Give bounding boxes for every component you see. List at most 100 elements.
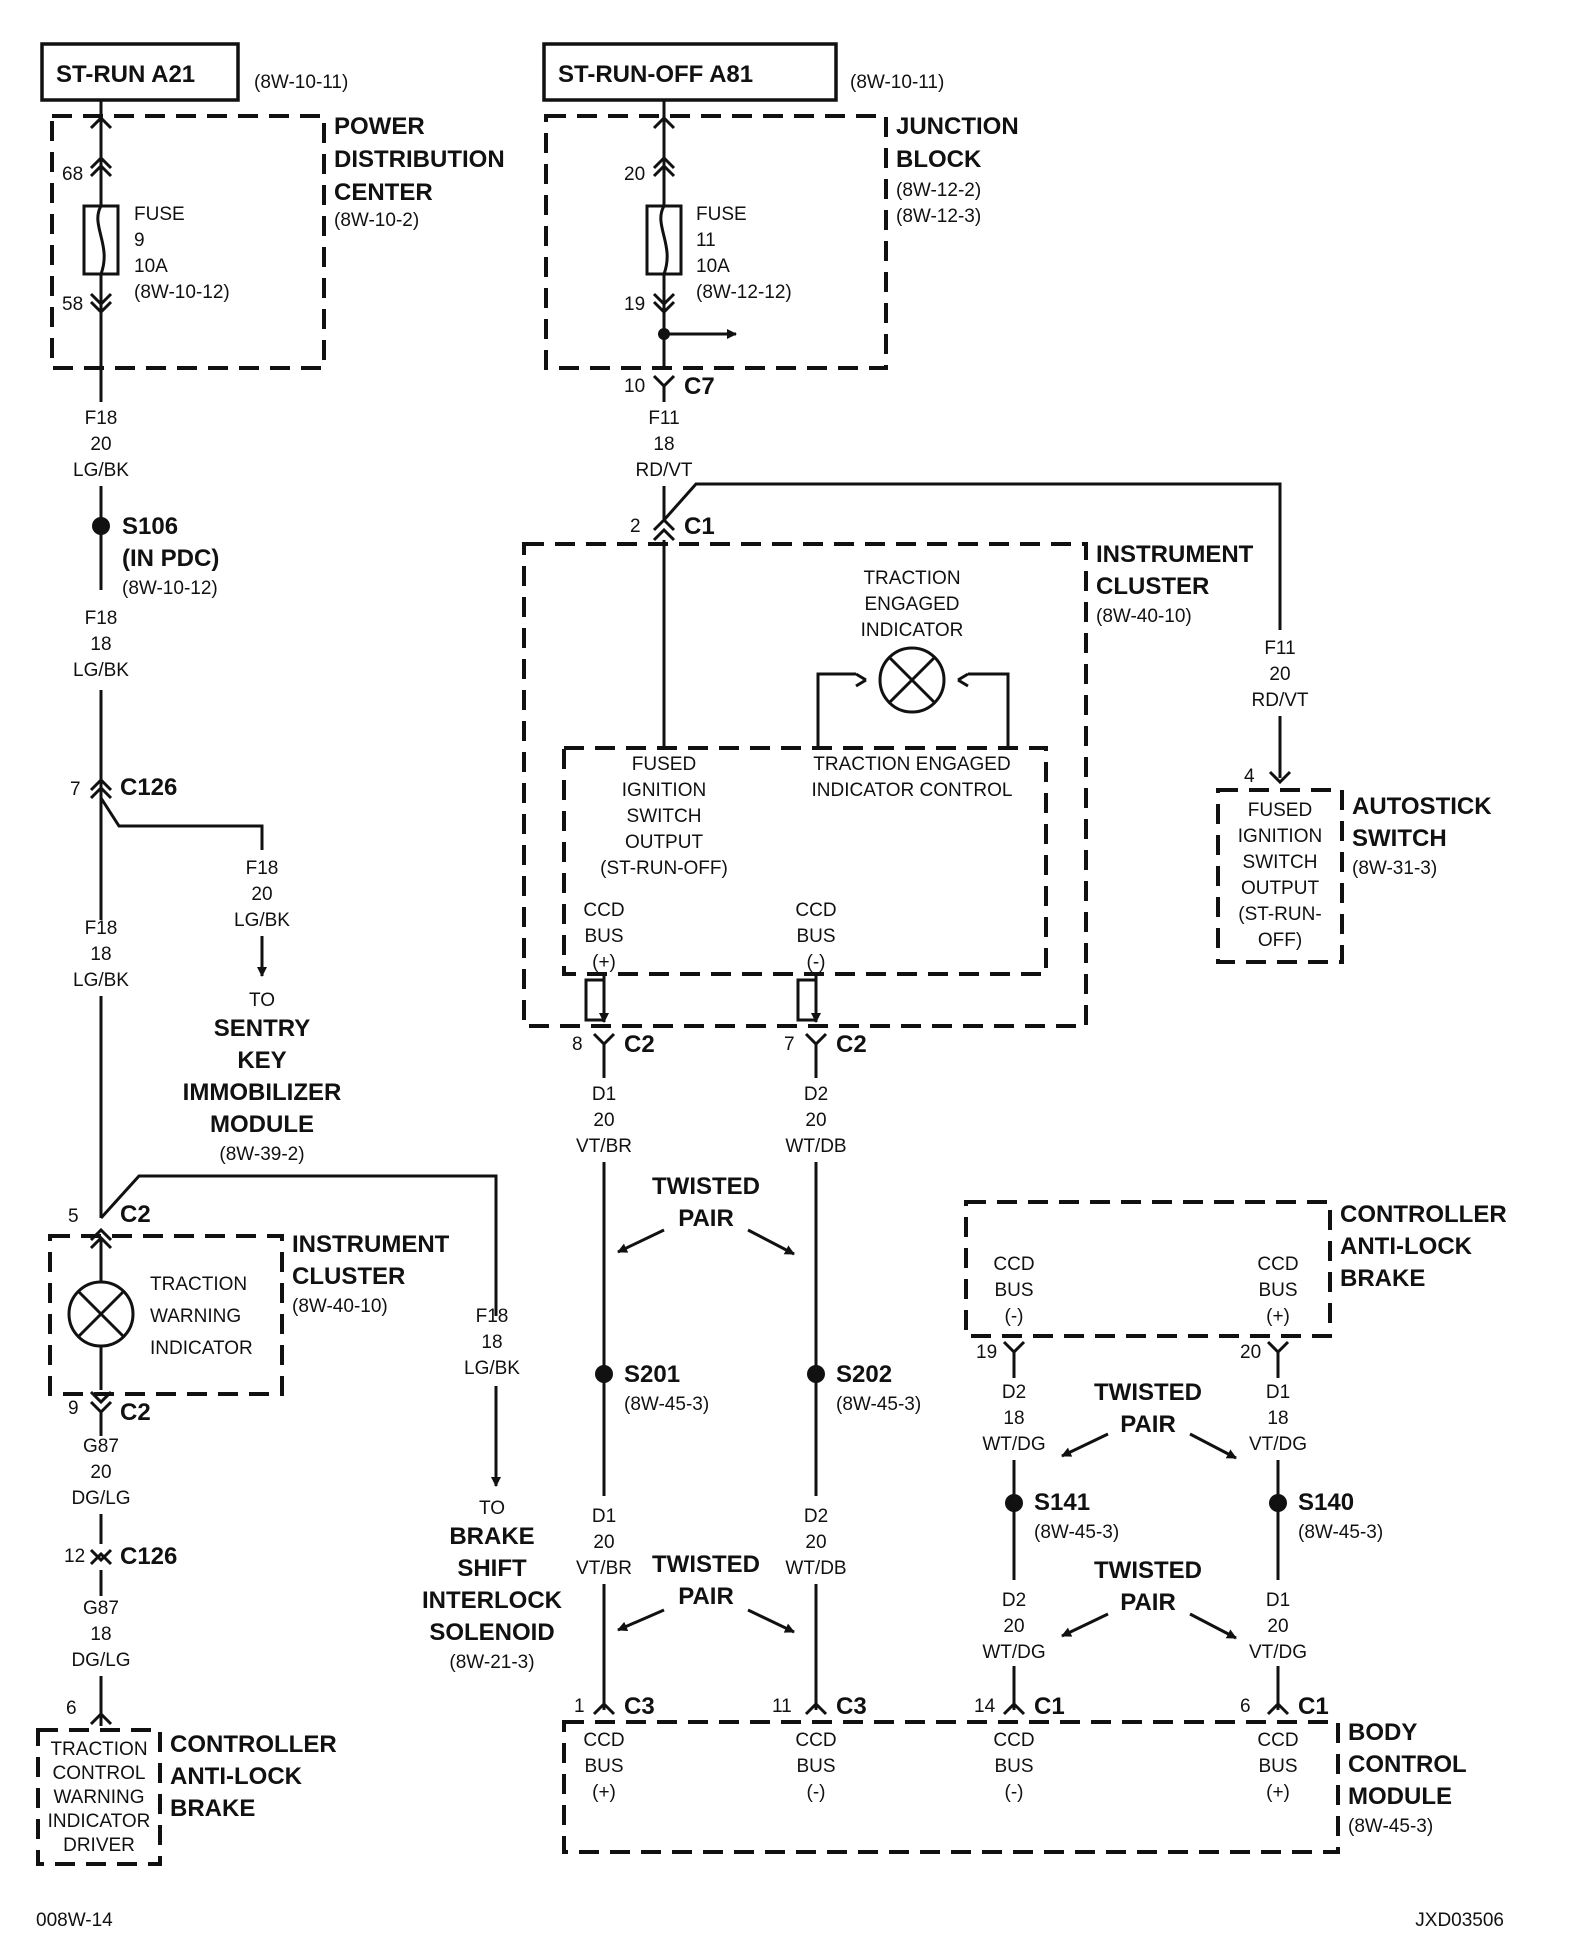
svg-text:IGNITION: IGNITION: [1238, 826, 1322, 847]
svg-text:CCD: CCD: [795, 1730, 836, 1751]
splice-s202: S202 (8W-45-3): [807, 1361, 921, 1415]
svg-text:20: 20: [624, 164, 645, 185]
svg-text:S141: S141: [1034, 1489, 1090, 1516]
svg-text:LG/BK: LG/BK: [73, 660, 129, 681]
svg-text:ANTI-LOCK: ANTI-LOCK: [1340, 1233, 1473, 1260]
svg-text:G87: G87: [83, 1436, 119, 1457]
svg-text:INDICATOR: INDICATOR: [861, 620, 964, 641]
svg-text:S140: S140: [1298, 1489, 1354, 1516]
svg-text:LG/BK: LG/BK: [73, 460, 129, 481]
traction-warning-lamp-icon: [67, 1280, 135, 1348]
svg-text:WARNING: WARNING: [53, 1787, 144, 1808]
svg-text:(8W-10-12): (8W-10-12): [134, 282, 230, 303]
svg-text:C2: C2: [624, 1031, 655, 1058]
svg-text:INDICATOR: INDICATOR: [48, 1811, 151, 1832]
svg-text:C3: C3: [624, 1693, 655, 1720]
svg-text:(8W-45-3): (8W-45-3): [836, 1394, 921, 1415]
svg-text:D1: D1: [592, 1506, 616, 1527]
svg-text:(8W-45-3): (8W-45-3): [1034, 1522, 1119, 1543]
svg-text:BRAKE: BRAKE: [170, 1795, 255, 1822]
svg-text:58: 58: [62, 294, 83, 315]
brake-shift-interlock-label: TO BRAKE SHIFT INTERLOCK SOLENOID (8W-21…: [422, 1498, 563, 1673]
svg-text:TRACTION ENGAGED: TRACTION ENGAGED: [813, 754, 1010, 775]
left-feed-wires: F18 20 LG/BK: [73, 100, 129, 590]
svg-text:18: 18: [90, 634, 111, 655]
svg-text:BRAKE: BRAKE: [449, 1523, 534, 1550]
abs-controller-left: TRACTION CONTROL WARNING INDICATOR DRIVE…: [36, 1728, 337, 1866]
svg-text:C2: C2: [836, 1031, 867, 1058]
svg-text:4: 4: [1244, 766, 1255, 787]
connector-c2-center: 8 C2 7 C2: [572, 1031, 867, 1078]
svg-text:F18: F18: [246, 858, 279, 879]
svg-text:TRACTION: TRACTION: [150, 1274, 247, 1295]
svg-text:D1: D1: [1266, 1590, 1290, 1611]
left-wire-f18-18a: F18 18 LG/BK: [73, 608, 129, 920]
svg-text:10: 10: [624, 376, 645, 397]
svg-text:(+): (+): [592, 1782, 616, 1803]
svg-text:20: 20: [1240, 1342, 1261, 1363]
svg-text:F11: F11: [648, 408, 679, 429]
svg-text:SWITCH: SWITCH: [627, 806, 702, 827]
instrument-cluster-main: INSTRUMENT CLUSTER (8W-40-10) TRACTION E…: [522, 540, 1254, 1028]
footer-right-code: JXD03506: [1415, 1910, 1504, 1931]
svg-text:BUS: BUS: [994, 1756, 1033, 1777]
svg-text:C7: C7: [684, 373, 715, 400]
svg-text:18: 18: [653, 434, 674, 455]
bus-wires-right-lower: D2 20 WT/DG D1 20 VT/DG: [982, 1584, 1307, 1710]
svg-text:BRAKE: BRAKE: [1340, 1265, 1425, 1292]
fuse-9-icon: [82, 204, 120, 276]
traction-engaged-lamp-icon: [878, 646, 946, 714]
svg-text:CONTROLLER: CONTROLLER: [1340, 1201, 1507, 1228]
svg-text:WARNING: WARNING: [150, 1306, 241, 1327]
svg-text:RD/VT: RD/VT: [636, 460, 693, 481]
svg-text:(8W-10-2): (8W-10-2): [334, 210, 419, 231]
svg-text:CONTROL: CONTROL: [1348, 1751, 1467, 1778]
instrument-cluster-left: TRACTION WARNING INDICATOR INSTRUMENT CL…: [48, 1227, 450, 1396]
svg-text:INTERLOCK: INTERLOCK: [422, 1587, 563, 1614]
svg-text:BUS: BUS: [796, 1756, 835, 1777]
svg-text:12: 12: [64, 1546, 85, 1567]
svg-text:BUS: BUS: [994, 1280, 1033, 1301]
svg-text:TO: TO: [479, 1498, 505, 1519]
svg-text:18: 18: [90, 1624, 111, 1645]
svg-text:18: 18: [1003, 1408, 1024, 1429]
svg-text:VT/DG: VT/DG: [1249, 1434, 1307, 1455]
svg-text:ST-RUN-OFF A81: ST-RUN-OFF A81: [558, 61, 753, 88]
svg-text:SWITCH: SWITCH: [1352, 825, 1447, 852]
svg-text:C1: C1: [1034, 1693, 1065, 1720]
splice-s140: S140 (8W-45-3): [1269, 1489, 1383, 1543]
svg-text:BUS: BUS: [1258, 1756, 1297, 1777]
svg-text:MODULE: MODULE: [210, 1111, 314, 1138]
svg-text:INSTRUMENT: INSTRUMENT: [292, 1231, 450, 1258]
twisted-pair-label-1: TWISTED PAIR: [617, 1173, 795, 1256]
svg-text:7: 7: [70, 779, 81, 800]
svg-text:7: 7: [784, 1034, 795, 1055]
svg-text:C126: C126: [120, 774, 177, 801]
svg-text:(8W-10-11): (8W-10-11): [850, 72, 944, 93]
svg-text:S202: S202: [836, 1361, 892, 1388]
connector-c2-left-bot: 9 C2 G87 20 DG/LG: [68, 1390, 151, 1544]
connector-c2-left-top: 5 C2 F18 18 LG/BK: [68, 1174, 520, 1487]
svg-text:18: 18: [90, 944, 111, 965]
svg-text:FUSED: FUSED: [1248, 800, 1312, 821]
svg-text:INSTRUMENT: INSTRUMENT: [1096, 541, 1254, 568]
svg-text:BLOCK: BLOCK: [896, 146, 982, 173]
svg-text:11: 11: [696, 230, 716, 251]
svg-text:DG/LG: DG/LG: [71, 1488, 130, 1509]
bus-wires-upper: D1 20 VT/BR D2 20 WT/DB: [576, 1084, 847, 1496]
svg-text:C126: C126: [120, 1543, 177, 1570]
svg-text:MODULE: MODULE: [1348, 1783, 1452, 1810]
svg-text:(-): (-): [1005, 1782, 1024, 1803]
svg-text:CCD: CCD: [1257, 1730, 1298, 1751]
svg-text:SWITCH: SWITCH: [1243, 852, 1318, 873]
svg-text:10A: 10A: [696, 256, 730, 277]
svg-text:(8W-45-3): (8W-45-3): [1298, 1522, 1383, 1543]
svg-text:LG/BK: LG/BK: [234, 910, 290, 931]
svg-text:D2: D2: [1002, 1382, 1026, 1403]
svg-text:DG/LG: DG/LG: [71, 1650, 130, 1671]
svg-text:G87: G87: [83, 1598, 119, 1619]
svg-text:AUTOSTICK: AUTOSTICK: [1352, 793, 1492, 820]
twisted-pair-label-2: TWISTED PAIR: [617, 1551, 795, 1634]
svg-text:INDICATOR: INDICATOR: [150, 1338, 253, 1359]
svg-text:20: 20: [90, 1462, 111, 1483]
